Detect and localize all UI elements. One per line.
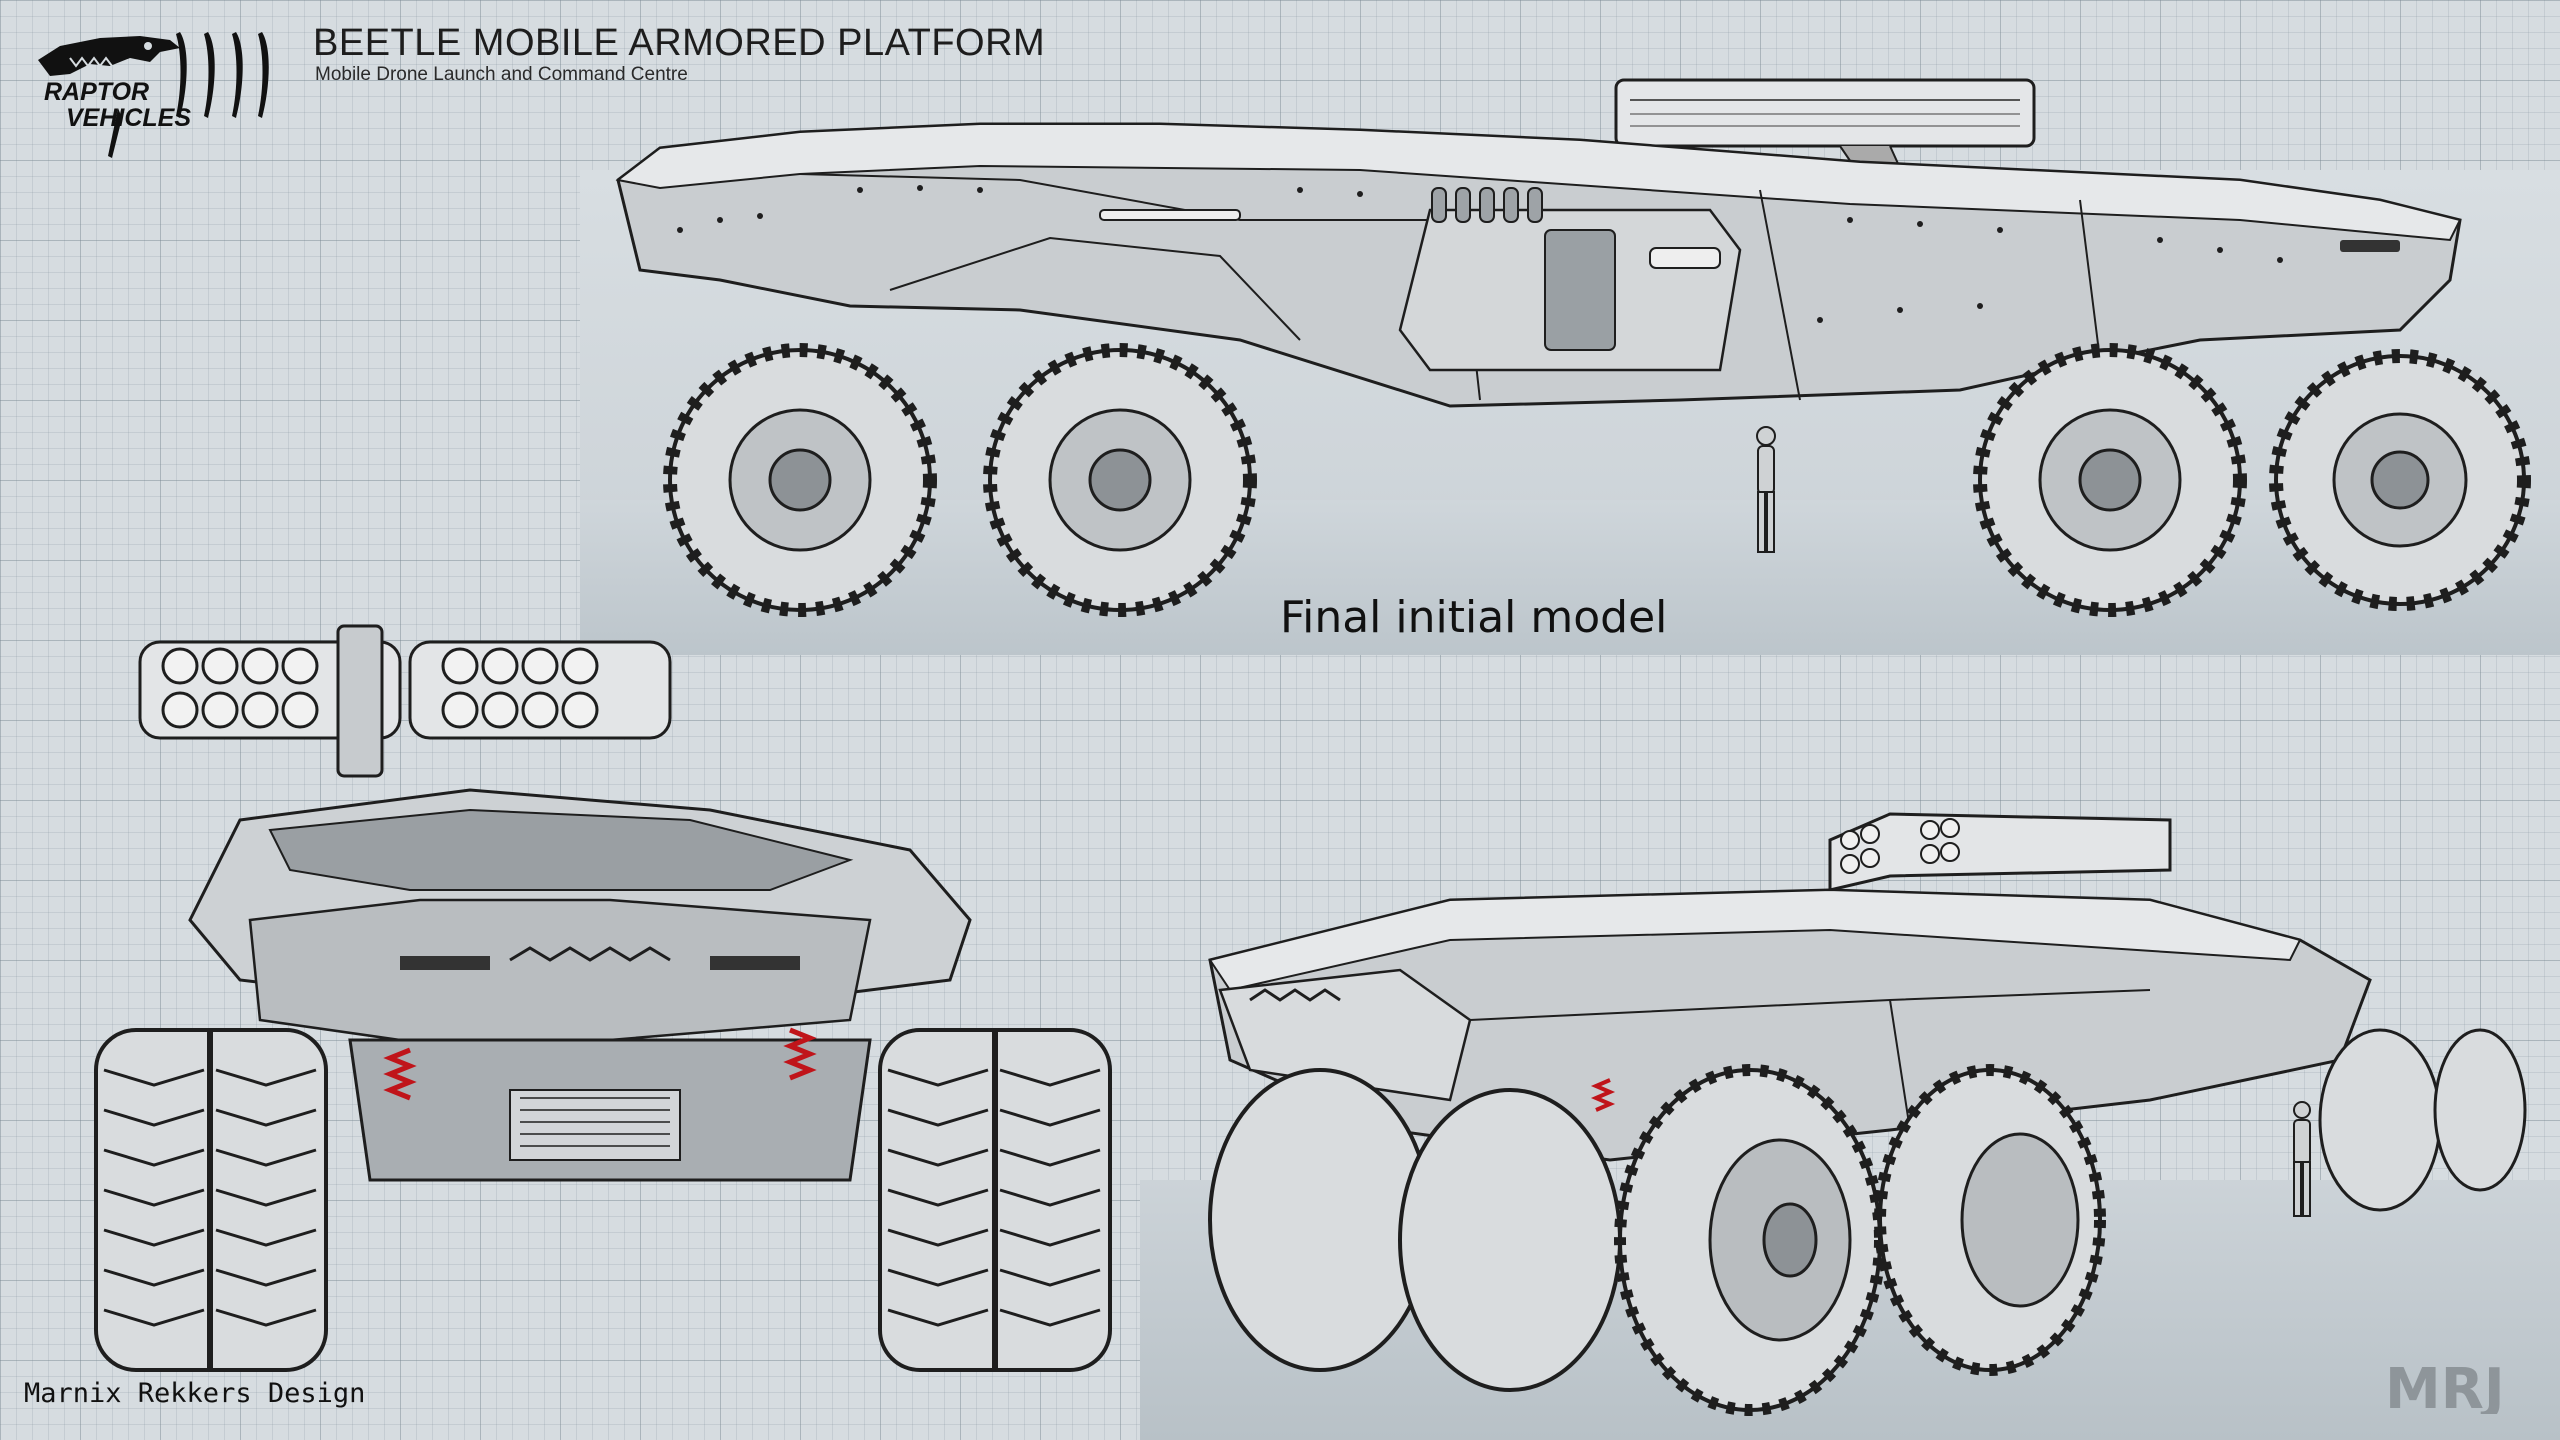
logo-line-vehicles: VEHICLES [66,104,192,132]
page-title: BEETLE MOBILE ARMORED PLATFORM [313,22,1046,64]
mrj-watermark-logo: MRJ [2385,1358,2505,1414]
perspective-human-figure [2293,1101,2311,1217]
raptor-skull-icon [38,32,269,158]
perspective-view-vehicle [1208,812,2527,1416]
human-scale-figure [1756,426,1776,553]
logo-line-raptor: RAPTOR [44,78,150,106]
designer-credit: Marnix Rekkers Design [24,1378,366,1409]
perspective-wheels [1208,1028,2527,1416]
page-subtitle: Mobile Drone Launch and Command Centre [315,64,688,85]
raptor-vehicles-logo: RAPTOR VEHICLES [30,18,270,168]
side-wheels [663,343,2531,617]
caption-final-model: Final initial model [1280,592,1668,643]
side-view-vehicle [615,78,2531,617]
drone-launcher-box [1614,78,2036,191]
watermark-text: MRJ [2385,1358,2505,1414]
drone-pods [138,624,672,778]
front-view-vehicle [94,624,1112,1372]
front-wheels [94,1028,1112,1372]
